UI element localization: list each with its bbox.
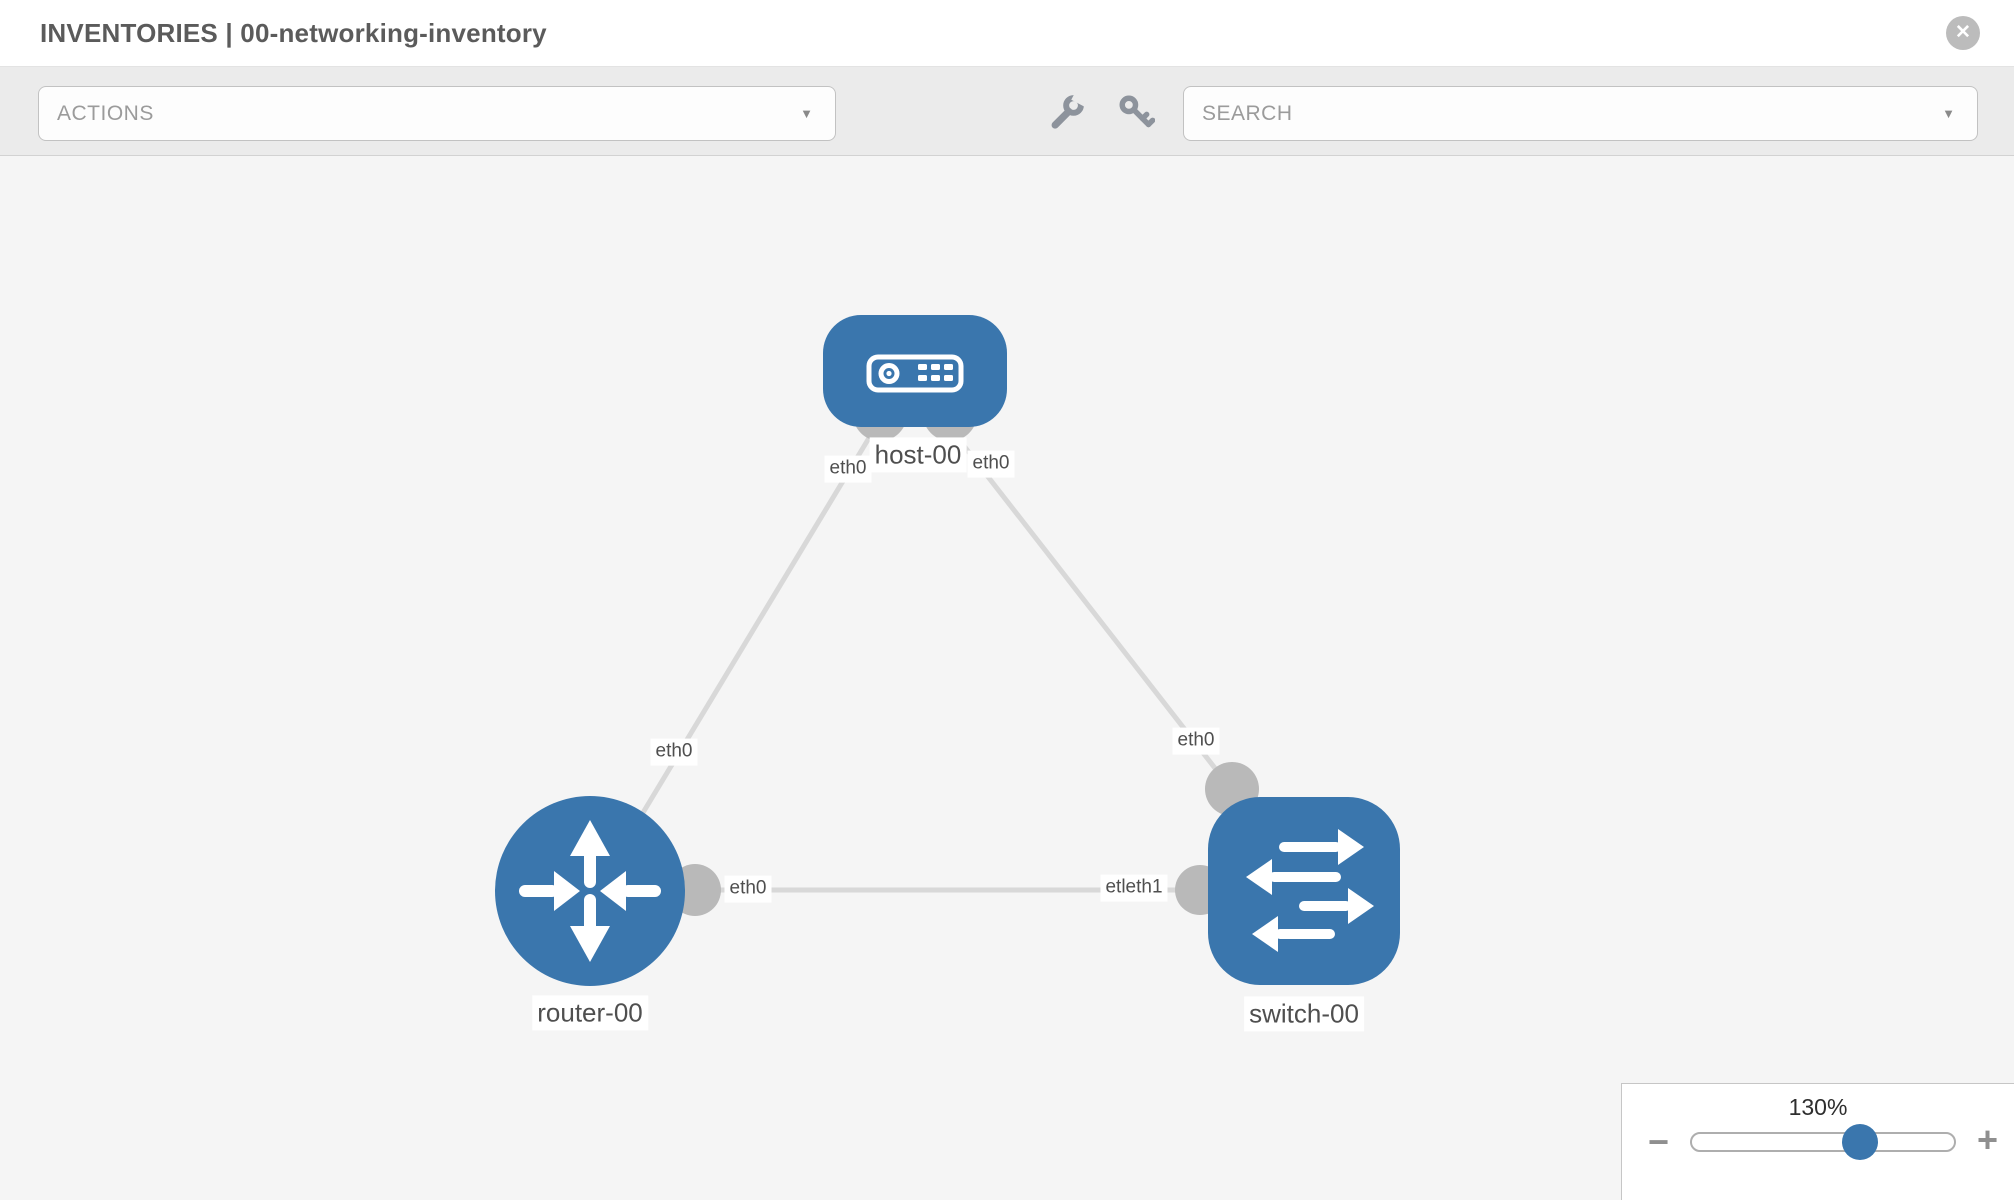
search-dropdown-label: SEARCH: [1202, 102, 1293, 125]
actions-dropdown-label: ACTIONS: [57, 102, 154, 125]
zoom-in-button[interactable]: +: [1976, 1119, 1998, 1160]
zoom-slider-thumb[interactable]: [1841, 1124, 1878, 1160]
page-title: INVENTORIES | 00-networking-inventory: [40, 18, 547, 48]
key-icon: [1119, 95, 1156, 128]
node-label-switch[interactable]: switch-00: [1244, 996, 1364, 1032]
zoom-out-button[interactable]: −: [1648, 1121, 1670, 1162]
wrench-icon: [1051, 90, 1089, 129]
interface-label: etleth1: [1100, 874, 1168, 902]
host-icon: [866, 354, 964, 393]
actions-dropdown[interactable]: ACTIONS ▼: [38, 86, 836, 141]
interface-label: eth0: [1172, 727, 1220, 755]
router-icon: [519, 820, 661, 962]
zoom-slider[interactable]: [1690, 1124, 1956, 1160]
configure-button[interactable]: [1048, 90, 1089, 131]
node-router[interactable]: [495, 796, 685, 986]
chevron-down-icon: ▼: [800, 106, 813, 121]
node-label-router[interactable]: router-00: [532, 995, 648, 1031]
zoom-level: 130%: [1788, 1094, 1848, 1120]
credentials-button[interactable]: [1117, 93, 1156, 131]
switch-icon: [1246, 829, 1374, 952]
close-button[interactable]: ✕: [1946, 16, 1980, 50]
interface-label: eth0: [967, 450, 1015, 478]
close-icon: ✕: [1955, 22, 1971, 43]
search-dropdown[interactable]: SEARCH ▼: [1183, 86, 1978, 141]
interface-label: eth0: [824, 455, 872, 483]
node-host[interactable]: [823, 315, 1007, 427]
chevron-down-icon: ▼: [1942, 106, 1955, 121]
toolbar: ACTIONS ▼ SEARCH ▼: [0, 67, 2014, 156]
node-switch[interactable]: [1208, 797, 1400, 985]
node-label-host[interactable]: host-00: [869, 437, 967, 473]
interface-label: eth0: [724, 875, 772, 903]
zoom-panel: 130% − +: [1621, 1083, 2014, 1200]
header: INVENTORIES | 00-networking-inventory ✕: [0, 0, 2014, 67]
interface-label: eth0: [650, 738, 698, 766]
